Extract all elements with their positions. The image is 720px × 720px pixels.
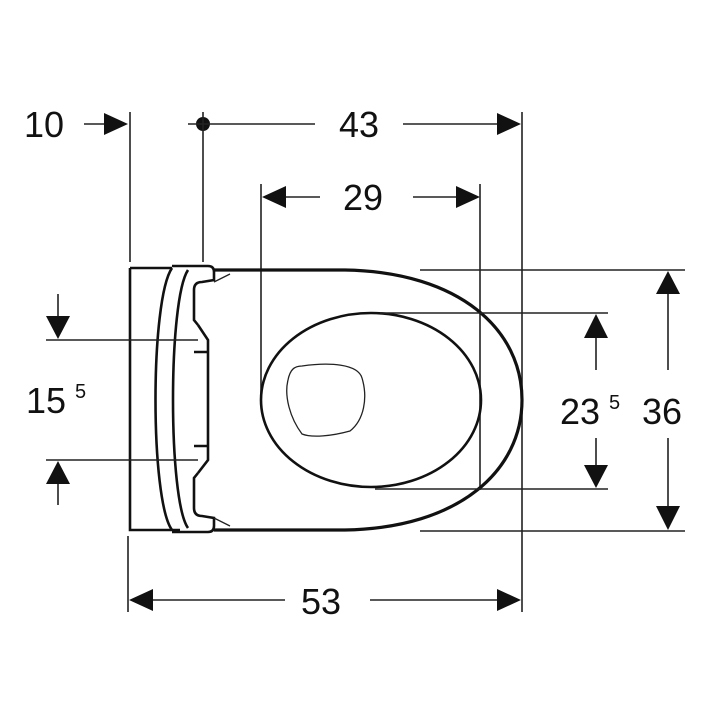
arrow-right-icon xyxy=(104,113,128,135)
dimension-53-label: 53 xyxy=(301,581,341,622)
arrow-down-icon xyxy=(46,316,70,339)
toilet-outline xyxy=(128,264,524,534)
dimension-23-5-superscript: 5 xyxy=(609,392,620,414)
dimension-43: 43 xyxy=(188,104,523,612)
dimension-10: 10 xyxy=(24,104,131,262)
dimension-10-label: 10 xyxy=(24,104,64,145)
rim-joint-lines xyxy=(213,273,231,527)
arrow-right-icon xyxy=(497,113,521,135)
back-plate xyxy=(128,268,180,532)
arrow-up-icon xyxy=(46,461,70,484)
dimension-43-label: 43 xyxy=(339,104,379,145)
drain-outlet xyxy=(286,363,366,437)
arrow-left-icon xyxy=(262,186,286,208)
dimension-36-label: 36 xyxy=(642,391,682,432)
dimension-15-5-label: 15 xyxy=(26,380,66,421)
dimension-15-5-superscript: 5 xyxy=(75,381,86,403)
hinge-curve-outer xyxy=(154,267,174,531)
arrow-up-icon xyxy=(584,314,608,338)
dimension-23-5-label: 23 xyxy=(560,391,600,432)
dimension-53: 53 xyxy=(127,536,521,622)
dimension-15-5: 15 5 xyxy=(26,294,198,505)
hinge-side-contour xyxy=(196,324,210,474)
arrow-down-icon xyxy=(656,506,680,530)
arrow-right-icon xyxy=(497,589,521,611)
bowl-outer-rim xyxy=(214,268,524,532)
dimension-36: 36 xyxy=(420,269,685,532)
dimension-23-5: 23 5 xyxy=(375,312,620,490)
hinge-bottom-bracket xyxy=(172,472,216,534)
dimension-29-label: 29 xyxy=(343,177,383,218)
bowl-opening xyxy=(259,311,483,489)
arrow-left-icon xyxy=(129,589,153,611)
arrow-down-icon xyxy=(584,465,608,488)
arrow-right-icon xyxy=(456,186,480,208)
dimension-29: 29 xyxy=(260,177,481,490)
hinge-curve-inner xyxy=(171,269,190,529)
hinge-fixing-notches xyxy=(194,350,208,448)
arrow-up-icon xyxy=(656,271,680,294)
hinge-top-bracket xyxy=(172,264,216,326)
